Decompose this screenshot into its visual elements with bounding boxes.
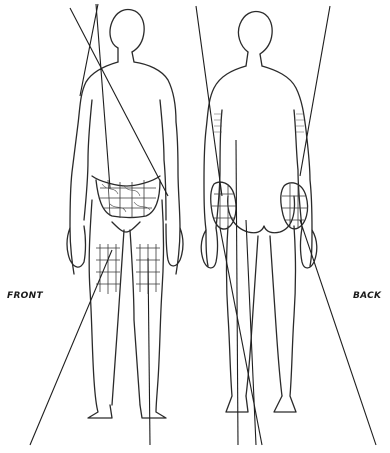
front-left-leg-outer [88,200,112,418]
front-label: FRONT [7,291,43,301]
back-left-hand [201,228,217,268]
back-upper-arm-region [214,114,304,132]
front-right-arm-inner [160,100,166,220]
back-left-arm-inner [216,110,222,228]
front-neck [118,48,134,62]
back-label: BACK [353,291,381,301]
back-left-buttock-region [211,182,236,229]
front-right-hand [166,224,183,266]
front-left-arm-inner [84,100,92,220]
back-figure [201,12,317,413]
front-right-leg-inner [130,230,140,405]
front-left-leg-inner [112,230,124,405]
front-left-thigh-region [96,244,120,294]
back-neck [246,52,262,66]
front-torso-right [134,62,180,274]
front-torso-left [70,62,118,274]
back-pointer-lines [196,6,376,445]
back-head [238,12,272,55]
back-buttocks [228,196,295,233]
back-right-leg-outer [274,226,296,412]
front-crotch [112,222,140,232]
front-right-leg-outer [140,200,166,418]
back-torso-left [204,66,246,266]
back-right-leg-inner [270,236,282,396]
front-head [110,10,144,53]
